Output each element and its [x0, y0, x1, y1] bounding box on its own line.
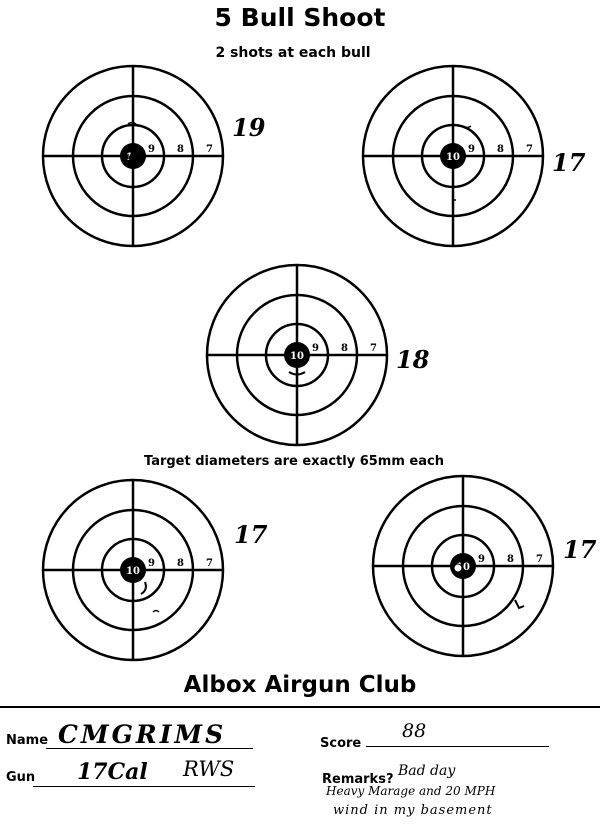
target-5-score: 17 [563, 535, 597, 564]
ring-label-8: 8 [177, 144, 184, 155]
ring-label-10: 10 [456, 562, 470, 573]
score-value: 88 [402, 720, 427, 742]
shot-hole [462, 125, 472, 129]
target-3: 10 9 8 7 [205, 263, 389, 447]
target-4: 10 9 8 7 [41, 478, 225, 662]
ring-label-9: 9 [468, 144, 475, 155]
ring-label-7: 7 [206, 144, 213, 155]
target-1: 10 9 8 7 [41, 64, 225, 248]
target-3-score: 18 [396, 345, 430, 374]
ring-label-7: 7 [526, 144, 533, 155]
ring-label-9: 9 [148, 558, 155, 569]
ring-label-9: 9 [478, 554, 485, 565]
ring-label-10: 10 [126, 566, 140, 577]
target-1-score: 19 [232, 113, 266, 142]
target-4-score: 17 [234, 520, 268, 549]
shot-hole [127, 121, 137, 125]
page-subtitle: 2 shots at each bull [215, 45, 371, 61]
score-underline [366, 746, 549, 747]
gun-value: 17Cal [77, 759, 148, 785]
ring-label-8: 8 [341, 343, 348, 354]
ring-label-9: 9 [148, 144, 155, 155]
club-name: Albox Airgun Club [183, 672, 417, 698]
name-label: Name [6, 733, 49, 748]
target-5: 10 9 8 7 [371, 474, 555, 658]
gun-label: Gun [6, 770, 36, 785]
name-value: CMGRIMS [58, 720, 227, 749]
score-label: Score [320, 736, 362, 751]
shot-hole [152, 609, 160, 613]
name-underline [46, 748, 253, 749]
ring-label-7: 7 [536, 554, 543, 565]
target-2-score: 17 [552, 148, 586, 177]
ring-label-8: 8 [497, 144, 504, 155]
ring-label-10: 10 [446, 152, 460, 163]
remarks-line-3: wind in my basement [333, 803, 493, 818]
shot-hole [453, 563, 463, 573]
remarks-label: Remarks? [322, 772, 394, 787]
shot-hole [288, 371, 306, 376]
page-title: 5 Bull Shoot [214, 3, 386, 32]
ring-label-7: 7 [370, 343, 377, 354]
shot-hole [514, 599, 525, 610]
ring-label-8: 8 [177, 558, 184, 569]
gun-value-secondary: RWS [183, 757, 235, 781]
shot-hole [129, 152, 141, 164]
ring-label-9: 9 [312, 343, 319, 354]
target-diameter-note: Target diameters are exactly 65mm each [144, 454, 444, 469]
ring-label-8: 8 [507, 554, 514, 565]
remarks-line-1: Bad day [398, 763, 456, 779]
shot-hole [140, 581, 147, 595]
target-2: 10 9 8 7 [361, 64, 545, 248]
ring-label-7: 7 [206, 558, 213, 569]
ring-label-10: 10 [290, 351, 304, 362]
remarks-line-2: Heavy Marage and 20 MPH [326, 784, 496, 798]
gun-underline [33, 786, 255, 787]
section-divider [0, 706, 600, 708]
